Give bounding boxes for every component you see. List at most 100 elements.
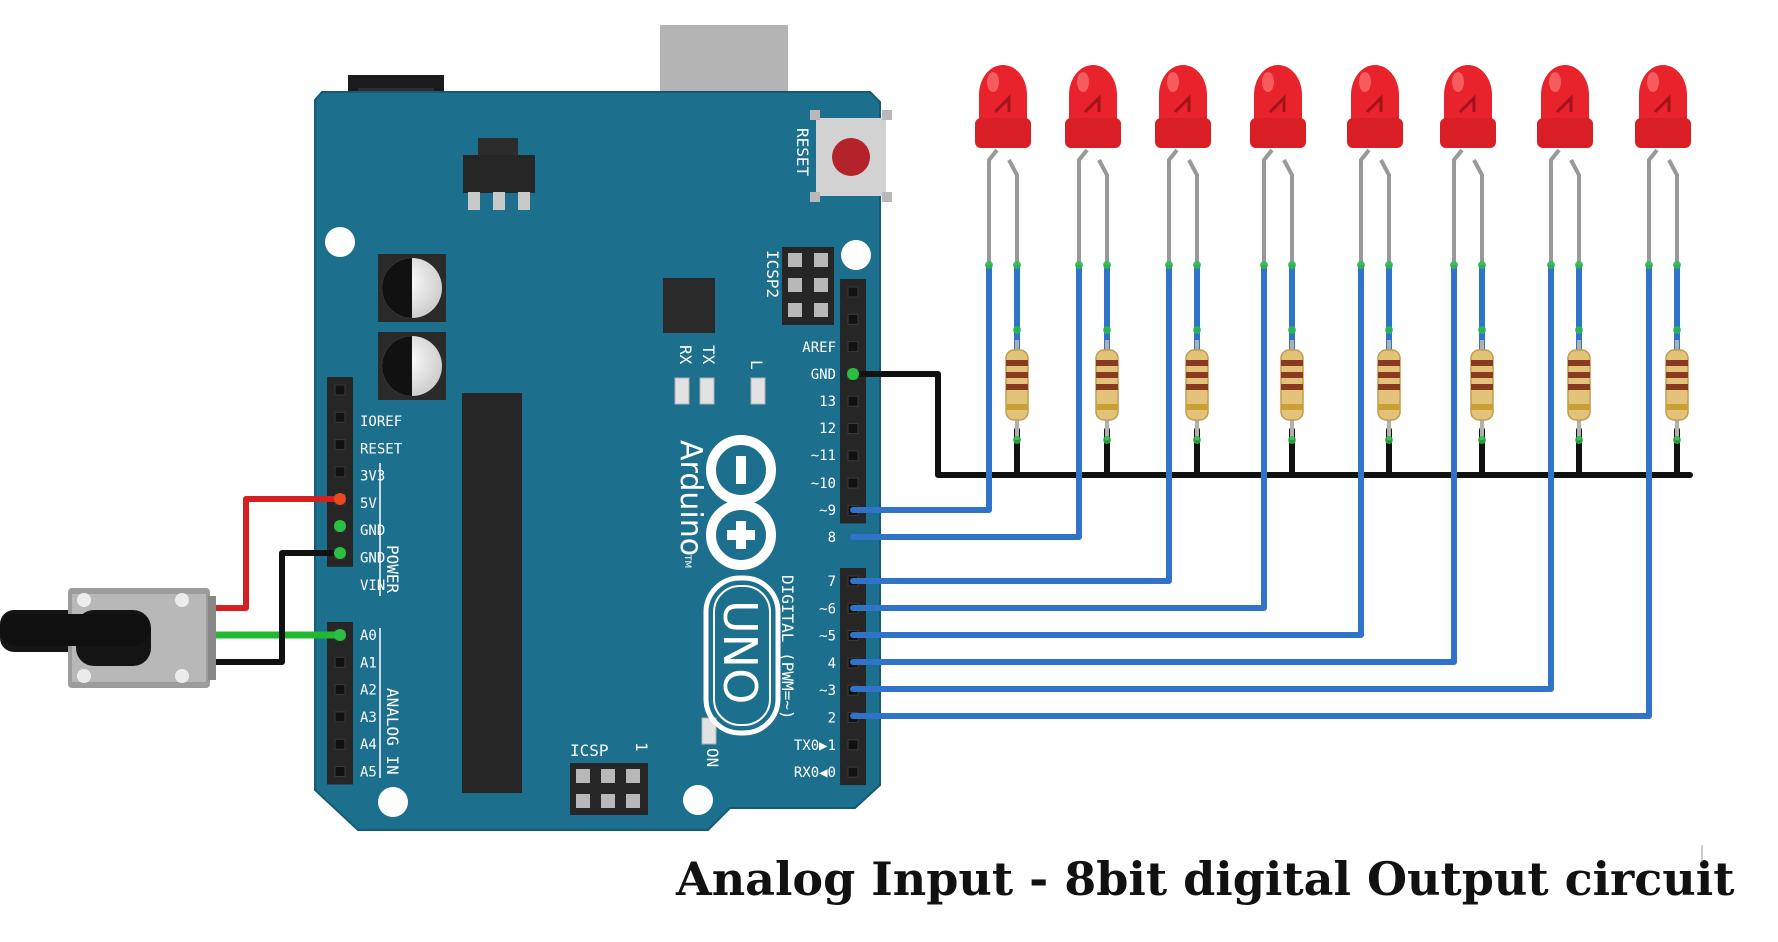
- microcontroller-chip: [462, 393, 522, 793]
- wire: [211, 550, 343, 665]
- power-pin-label: VIN: [360, 578, 385, 594]
- pin-socket: [847, 766, 859, 778]
- logo-plus: [727, 521, 755, 549]
- pin-socket: [847, 739, 859, 751]
- tx-label: TX: [699, 345, 718, 365]
- analog-label: ANALOG IN: [383, 688, 402, 775]
- power-pin-label: 5V: [360, 496, 377, 512]
- icsp2-pin: [788, 303, 802, 317]
- power-pin-label: GND: [360, 551, 385, 567]
- analog-pin-label: A5: [360, 765, 377, 781]
- capacitor-2: [378, 332, 446, 400]
- digital-pin-label: TX0▶1: [794, 738, 836, 754]
- pin-connection-dot: [334, 493, 346, 505]
- analog-pin-header: [327, 622, 353, 785]
- arduino-board: [314, 91, 881, 831]
- pin-socket: [334, 766, 346, 777]
- pin-socket: [334, 466, 346, 478]
- wire: [850, 262, 1457, 665]
- uno-outline: [703, 575, 781, 736]
- resistor-6: [1450, 261, 1494, 444]
- uno-inner-outline: [713, 585, 771, 726]
- power-pin-label: RESET: [360, 441, 403, 457]
- icsp2-pin: [788, 278, 802, 292]
- led-3: [1155, 65, 1211, 265]
- voltage-regulator: [463, 138, 535, 210]
- power-pin-header: [327, 377, 353, 567]
- led-7: [1537, 65, 1593, 265]
- icsp-pin: [576, 769, 590, 783]
- digital-pin-label: 4: [828, 656, 836, 672]
- digital-pin-label: 2: [828, 711, 836, 727]
- pin-socket: [334, 411, 346, 423]
- small-chip: [663, 278, 715, 333]
- led-8: [1635, 65, 1691, 265]
- digital-pin-label: ~10: [811, 476, 836, 492]
- logo-minus: [736, 456, 746, 484]
- pin-connection-dot: [334, 547, 346, 559]
- mounting-holes: [325, 227, 871, 817]
- resistor-5: [1357, 261, 1401, 444]
- digital-pin-label: AREF: [802, 340, 836, 356]
- capacitor-1: [378, 254, 446, 322]
- led-1: [975, 65, 1031, 265]
- resistor-2: [1075, 261, 1119, 444]
- digital-pin-label: 7: [828, 574, 836, 590]
- analog-pin-label: A3: [360, 710, 377, 726]
- potentiometer: [0, 588, 216, 688]
- pin-socket: [334, 439, 346, 451]
- pin-socket: [847, 477, 859, 489]
- resistor-7: [1547, 261, 1591, 444]
- led-2: [1065, 65, 1121, 265]
- digital-label: DIGITAL (PWM=~): [778, 575, 797, 720]
- l-label: L: [747, 360, 766, 370]
- wire: [211, 496, 343, 611]
- icsp2-pin: [814, 253, 828, 267]
- wire: [850, 262, 1652, 719]
- icsp2-label: ICSP2: [763, 250, 782, 298]
- wire: [850, 262, 1364, 638]
- pin-socket: [847, 341, 859, 353]
- digital-pin-label: ~3: [819, 683, 836, 699]
- pin-socket: [847, 395, 859, 407]
- wire: [850, 262, 992, 513]
- pin-socket: [334, 738, 346, 750]
- resistor-1: [985, 261, 1029, 444]
- pin-connection-dot: [847, 368, 859, 380]
- analog-pin-label: A1: [360, 655, 377, 671]
- pin-socket: [847, 313, 859, 325]
- icsp2-pin: [814, 278, 828, 292]
- wire: [850, 262, 1267, 611]
- digital-pin-label: RX0◀0: [794, 765, 836, 781]
- power-pin-label: IOREF: [360, 414, 402, 430]
- power-pin-label: 3V3: [360, 469, 385, 485]
- digital-pin-label: 8: [828, 530, 836, 546]
- pin-socket: [334, 711, 346, 723]
- analog-pin-label: A4: [360, 737, 377, 753]
- pin-socket: [334, 684, 346, 696]
- on-label: ON: [703, 748, 722, 767]
- pin-socket: [334, 384, 346, 396]
- digital-pin-label: ~6: [819, 601, 836, 617]
- icsp-pin: [626, 769, 640, 783]
- reset-button[interactable]: [810, 110, 892, 202]
- digital-pin-label: ~9: [819, 503, 836, 519]
- pin-connection-dot: [334, 629, 346, 641]
- resistor-4: [1260, 261, 1304, 444]
- digital-pin-label: GND: [811, 367, 836, 383]
- power-pin-label: GND: [360, 523, 385, 539]
- analog-pin-label: A2: [360, 683, 377, 699]
- brand-label: Arduino: [673, 440, 708, 556]
- icsp2-header: [782, 247, 834, 325]
- status-leds: [674, 377, 766, 745]
- digital-pin-label: ~11: [811, 448, 836, 464]
- uno-label: UNO: [713, 600, 767, 704]
- led-5: [1347, 65, 1403, 265]
- led-6: [1440, 65, 1496, 265]
- digital-pin-label: ~5: [819, 629, 836, 645]
- icsp-pin: [601, 769, 615, 783]
- wire: [850, 371, 1693, 478]
- diagram-title: Analog Input - 8bit digital Output circu…: [675, 852, 1735, 906]
- icsp2-pin: [788, 253, 802, 267]
